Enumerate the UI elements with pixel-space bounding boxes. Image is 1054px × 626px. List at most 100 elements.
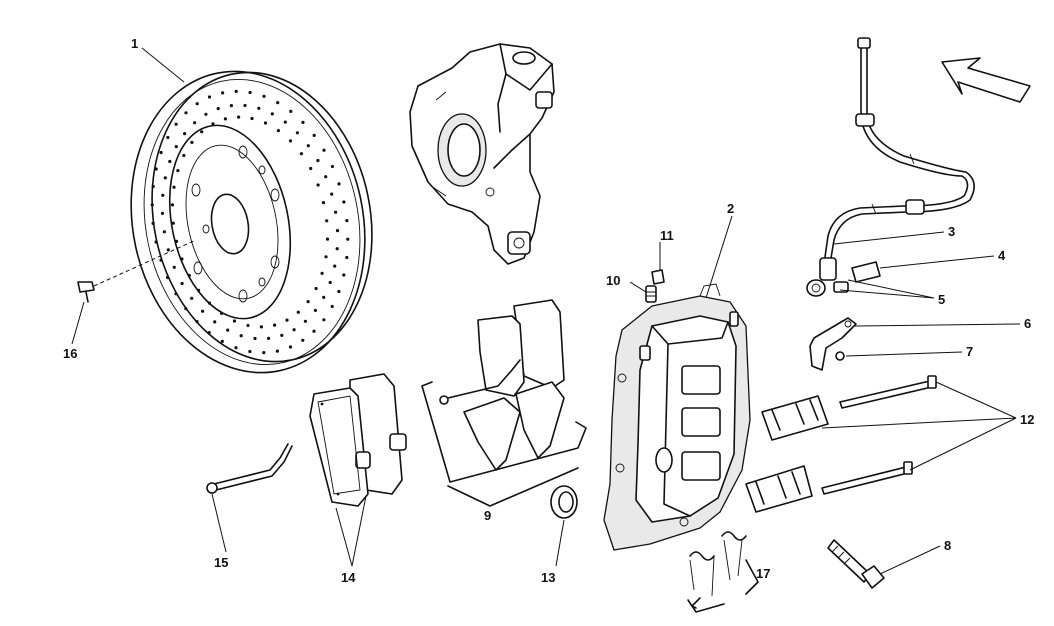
callout-1: 1 (131, 36, 138, 51)
disc-drill-hole (187, 273, 191, 278)
disc-drill-hole (316, 183, 320, 187)
disc-drill-hole (337, 182, 341, 186)
disc-drill-hole (174, 292, 178, 296)
disc-drill-hole (180, 257, 184, 261)
group-bracket-9 (447, 467, 579, 507)
guide-pins-and-clips (745, 375, 937, 513)
disc-drill-hole (234, 346, 238, 350)
disc-drill-hole (342, 200, 346, 204)
disc-drill-hole (314, 286, 318, 291)
disc-drill-hole (345, 219, 349, 223)
callout-12: 12 (1020, 412, 1034, 427)
wear-sensor (206, 443, 293, 494)
disc-drill-hole (345, 255, 349, 260)
disc-drill-hole (303, 319, 307, 323)
disc-drill-hole (182, 153, 186, 158)
disc-drill-hole (171, 221, 175, 225)
disc-drill-hole (292, 328, 296, 332)
disc-drill-hole (306, 144, 310, 148)
disc-drill-hole (276, 129, 280, 133)
disc-drill-hole (243, 103, 247, 108)
disc-drill-hole (166, 248, 170, 252)
disc-drill-hole (172, 265, 176, 269)
disc-drill-hole (312, 329, 316, 333)
disc-drill-hole (313, 308, 317, 312)
disc-drill-hole (229, 104, 233, 108)
disc-drill-hole (322, 295, 326, 299)
disc-drill-hole (195, 102, 199, 106)
brake-pads (309, 373, 407, 507)
disc-drill-hole (342, 273, 346, 277)
disc-drill-hole (334, 210, 338, 214)
disc-drill-hole (174, 122, 178, 126)
callout-6: 6 (1024, 316, 1031, 331)
callout-15: 15 (214, 555, 228, 570)
disc-drill-hole (283, 120, 287, 124)
disc-drill-hole (184, 111, 188, 115)
disc-drill-hole (154, 167, 158, 171)
disc-drill-hole (162, 230, 166, 234)
disc-drill-hole (159, 258, 163, 262)
callout-17: 17 (756, 566, 770, 581)
callout-5: 5 (938, 292, 945, 307)
disc-drill-hole (263, 121, 268, 125)
disc-drill-hole (267, 336, 271, 340)
brake-hose (806, 37, 975, 297)
disc-drill-hole (195, 320, 199, 324)
disc-drill-hole (161, 193, 165, 197)
disc-drill-hole (259, 325, 263, 329)
disc-drill-hole (328, 280, 332, 285)
callout-13: 13 (541, 570, 555, 585)
disc-drill-hole (253, 336, 257, 341)
disc-drill-hole (330, 192, 334, 196)
disc-drill-hole (159, 150, 163, 155)
disc-drill-hole (184, 307, 188, 311)
disc-drill-hole (299, 152, 303, 156)
disc-drill-hole (288, 139, 293, 143)
disc-drill-hole (324, 175, 328, 179)
disc-drill-hole (174, 239, 179, 243)
disc-drill-hole (211, 122, 215, 126)
callout-3: 3 (948, 224, 955, 239)
direction-arrow-icon (941, 57, 1031, 103)
disc-drill-hole (160, 211, 165, 215)
disc-drill-hole (322, 318, 326, 322)
steering-knuckle (409, 43, 555, 265)
disc-drill-hole (346, 237, 350, 241)
disc-drill-hole (150, 203, 154, 207)
disc-drill-hole (322, 148, 326, 152)
disc-drill-hole (325, 237, 330, 241)
disc-drill-hole (262, 94, 266, 98)
disc-drill-hole (172, 185, 176, 189)
disc-drill-hole (200, 130, 204, 134)
disc-drill-hole (276, 101, 280, 105)
disc-drill-hole (163, 176, 167, 180)
disc-drill-hole (312, 133, 316, 137)
disc-drill-hole (270, 112, 274, 116)
disc-drill-hole (226, 328, 230, 332)
disc-drill-hole (306, 300, 310, 304)
disc-drill-hole (301, 338, 305, 342)
disc-drill-hole (237, 115, 241, 119)
disc-drill-hole (288, 345, 293, 349)
disc-drill-hole (190, 140, 194, 144)
disc-drill-hole (221, 91, 225, 95)
disc-drill-hole (324, 255, 328, 259)
disc-drill-hole (296, 310, 300, 314)
disc-retaining-screw (77, 239, 197, 303)
disc-drill-hole (176, 169, 180, 173)
disc-drill-hole (333, 264, 337, 268)
callout-9: 9 (484, 508, 491, 523)
bleed-screw (645, 269, 665, 303)
disc-drill-hole (320, 271, 324, 275)
disc-drill-hole (325, 219, 329, 223)
disc-drill-hole (166, 135, 170, 140)
disc-drill-hole (151, 184, 155, 189)
callout-labels: 1 2 3 4 5 6 7 8 9 10 11 12 13 14 15 16 1… (63, 36, 1034, 585)
disc-drill-hole (248, 90, 252, 95)
disc-drill-hole (223, 117, 227, 121)
disc-drill-hole (207, 301, 212, 305)
disc-drill-hole (330, 304, 334, 309)
brake-caliper (603, 283, 751, 551)
